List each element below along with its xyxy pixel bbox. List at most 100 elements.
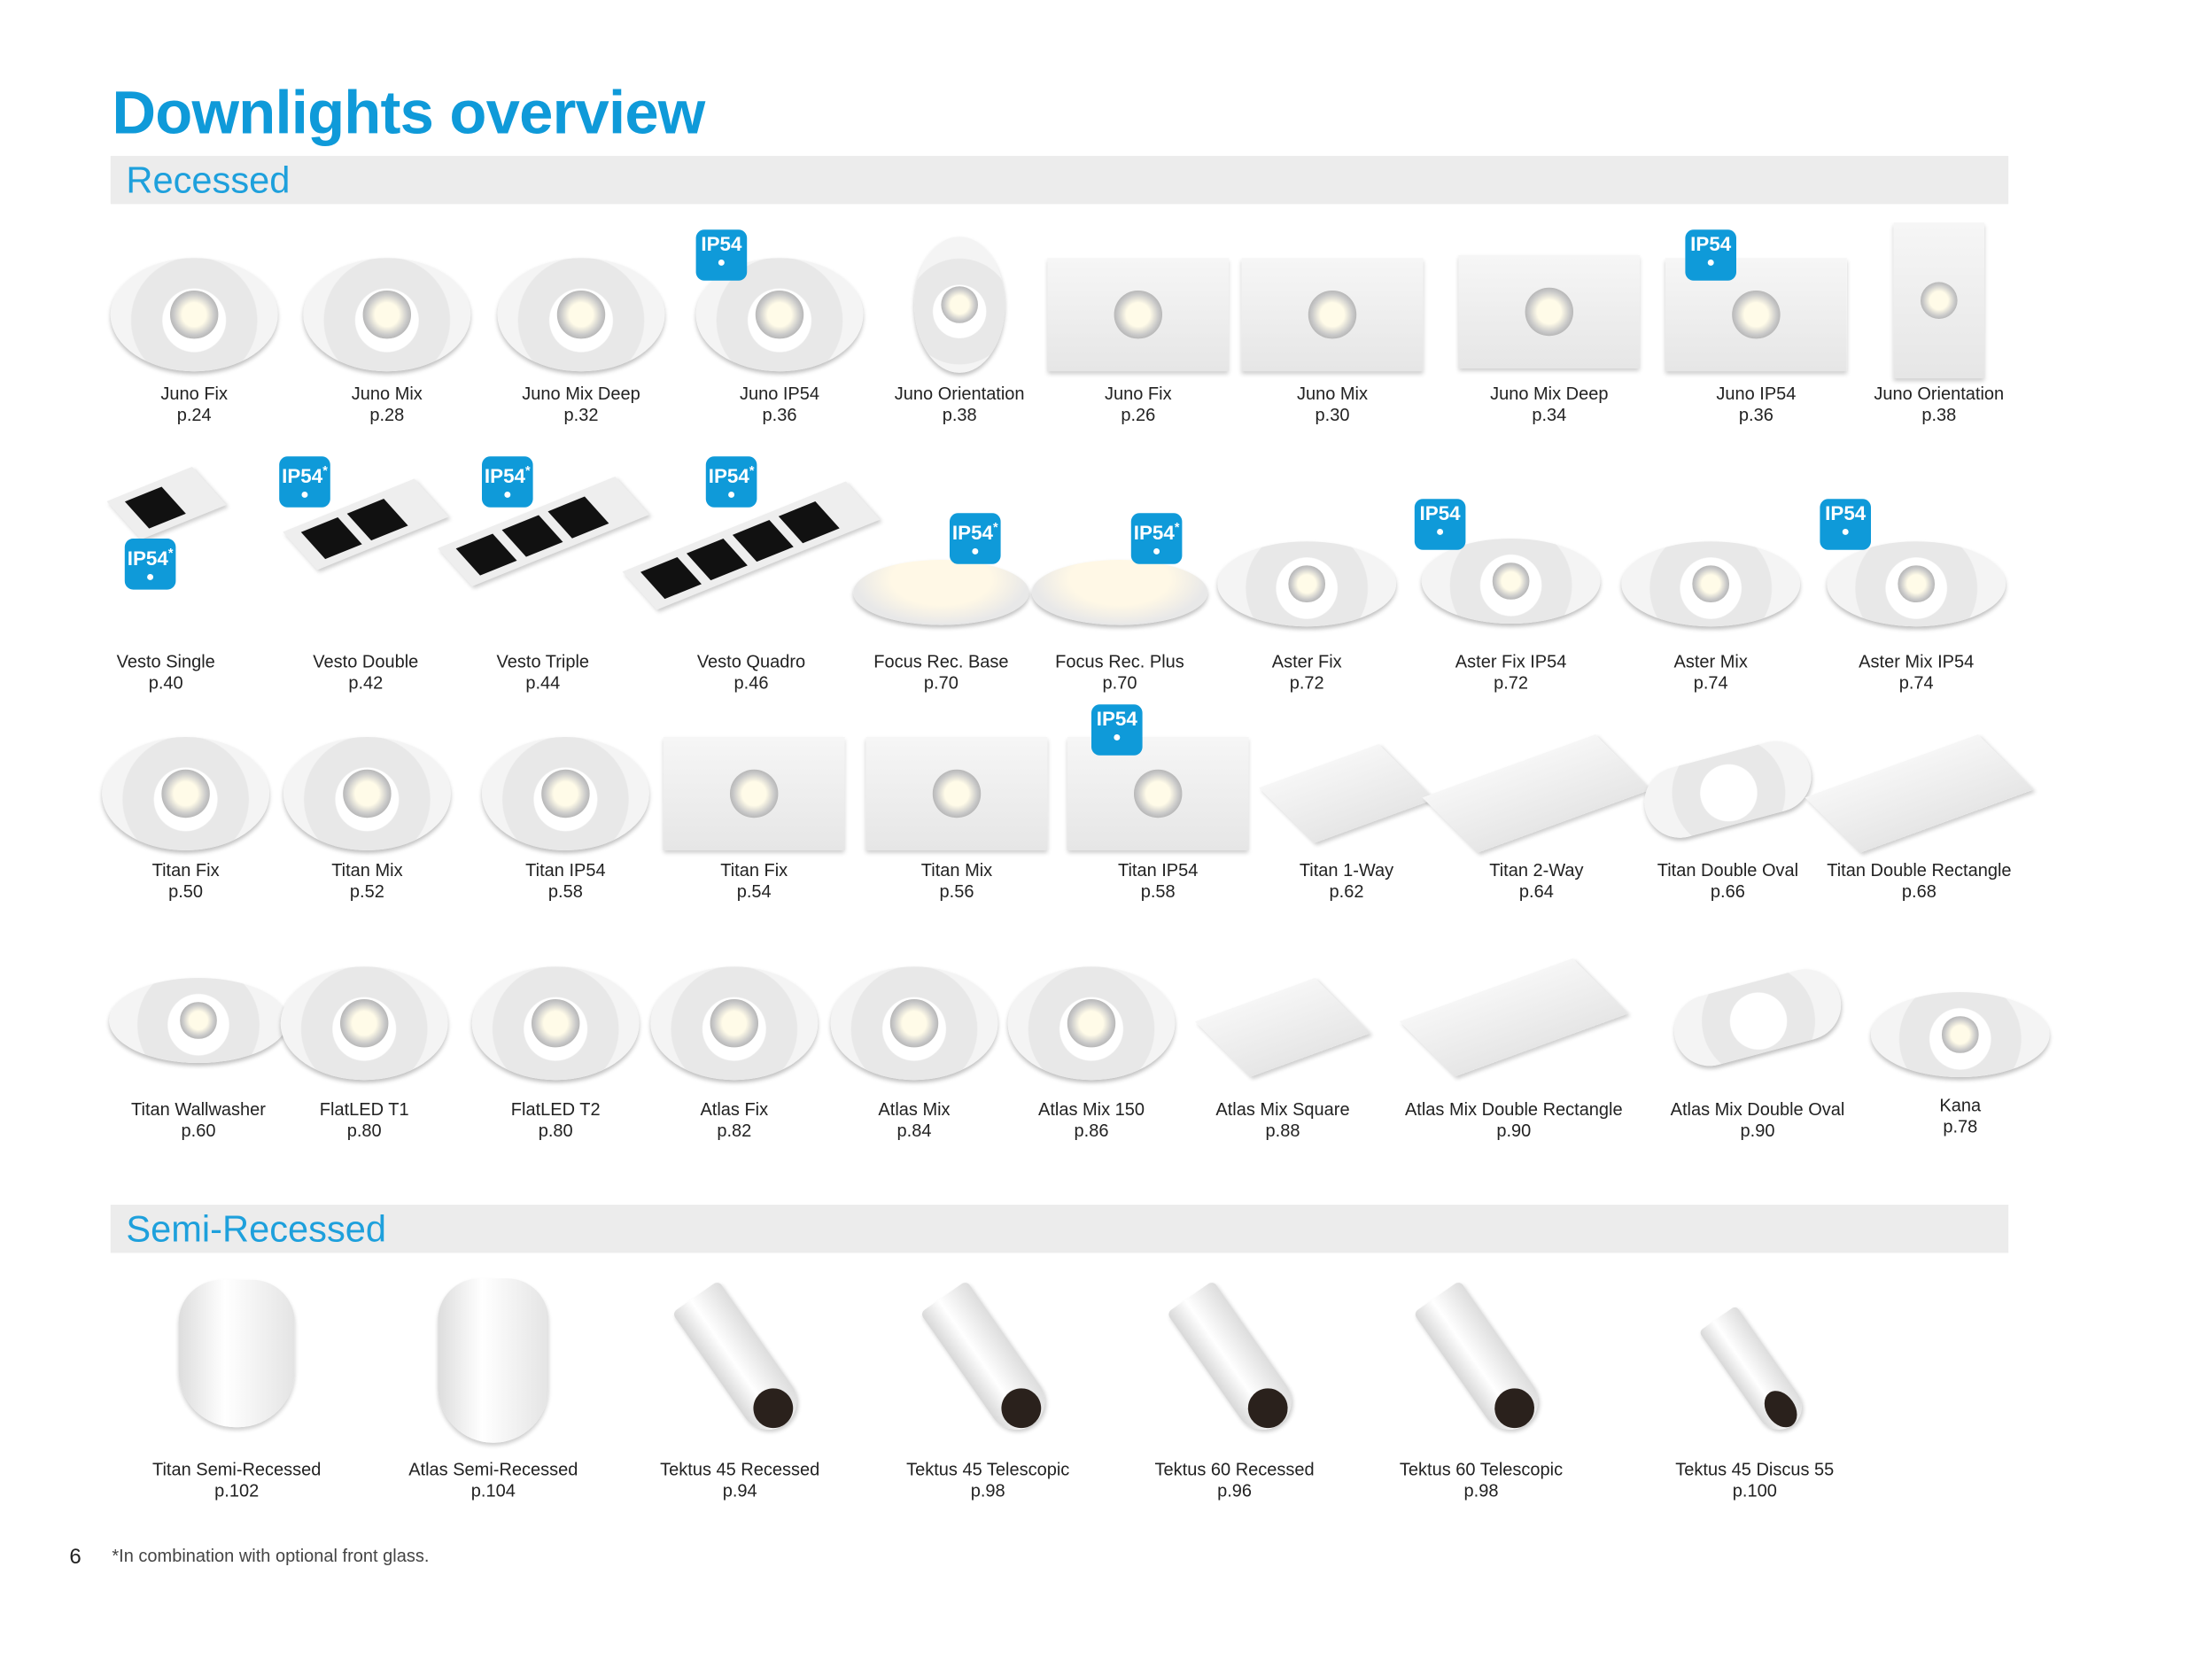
tube-aperture: [745, 1380, 802, 1436]
lens: [890, 999, 938, 1048]
asterisk: *: [525, 463, 531, 478]
lens: [532, 999, 580, 1048]
product-page: p.72: [1494, 672, 1529, 693]
product-image: [1698, 1305, 1811, 1439]
product-image: [303, 258, 471, 372]
vesto-cell: [733, 520, 794, 562]
lens: [362, 291, 411, 339]
lens: [557, 291, 605, 339]
product-name: Juno Orientation: [1874, 384, 2005, 404]
product-name: Focus Rec. Plus: [1055, 652, 1184, 672]
product-page: p.28: [369, 404, 405, 425]
section-title: Semi-Recessed: [126, 1207, 387, 1251]
vesto-cell: [124, 486, 185, 529]
product-page: p.36: [1738, 404, 1773, 425]
product-page: p.84: [896, 1120, 932, 1141]
product-name: Vesto Double: [313, 652, 419, 672]
product-image: [1259, 744, 1434, 843]
product-name: Juno Orientation: [894, 384, 1025, 404]
product-image: [1166, 1280, 1303, 1441]
product-page: p.94: [722, 1480, 757, 1501]
product-name: Titan Wallwasher: [131, 1099, 266, 1120]
lens: [1898, 566, 1935, 602]
product-page: p.86: [1074, 1120, 1109, 1141]
product-image: [438, 1278, 549, 1443]
product-name: Aster Fix: [1271, 652, 1342, 672]
product-page: p.70: [923, 672, 959, 693]
section-header-recessed: Recessed: [110, 156, 2009, 205]
product-page: p.102: [214, 1480, 260, 1501]
product-name: Vesto Single: [116, 652, 215, 672]
product-page: p.38: [1921, 404, 1957, 425]
product-image: [437, 477, 649, 586]
lens: [1308, 291, 1356, 339]
product-page: p.98: [1463, 1480, 1499, 1501]
product-page: p.50: [168, 880, 204, 901]
product-name: Aster Mix IP54: [1859, 652, 1975, 672]
product-page: p.74: [1898, 672, 1934, 693]
lens: [1493, 562, 1529, 600]
section-title: Recessed: [126, 159, 291, 202]
product-name: Atlas Mix: [878, 1099, 951, 1120]
product-image: [109, 978, 288, 1063]
product-image: [650, 966, 819, 1081]
lens: [343, 770, 392, 818]
lens: [730, 770, 779, 818]
ip54-label: IP54: [1096, 707, 1137, 730]
product-name: Atlas Mix Double Oval: [1670, 1099, 1845, 1120]
product-name: Juno Fix: [160, 384, 228, 404]
product-page: p.30: [1315, 404, 1350, 425]
product-image: [1458, 255, 1641, 368]
product-image: [497, 258, 665, 372]
lens: [1942, 1016, 1978, 1053]
product-image: [105, 467, 226, 539]
water-drop-icon: ●: [1435, 524, 1445, 540]
lens: [170, 291, 219, 339]
ip54-badge: IP54*●: [1130, 513, 1183, 564]
product-name: Titan Mix: [331, 860, 403, 880]
product-image: [1399, 958, 1628, 1077]
product-name: Titan 1-Way: [1299, 860, 1394, 880]
product-image: [280, 966, 448, 1081]
product-page: p.80: [346, 1120, 382, 1141]
product-image: [663, 737, 845, 850]
product-name: FlatLED T2: [510, 1099, 601, 1120]
product-name: Titan IP54: [525, 860, 606, 880]
product-image: [1665, 961, 1850, 1074]
product-page: p.68: [1901, 880, 1936, 901]
product-page: p.58: [547, 880, 583, 901]
product-image: [102, 737, 269, 850]
product-name: Titan Fix: [720, 860, 788, 880]
product-name: Titan Semi-Recessed: [151, 1460, 322, 1480]
product-name: Juno Fix: [1105, 384, 1172, 404]
product-name: Titan Double Rectangle: [1827, 860, 2012, 880]
lens: [180, 1002, 217, 1039]
product-page: p.90: [1496, 1120, 1532, 1141]
asterisk: *: [322, 463, 328, 478]
product-page: p.46: [733, 672, 769, 693]
water-drop-icon: ●: [1706, 255, 1716, 271]
